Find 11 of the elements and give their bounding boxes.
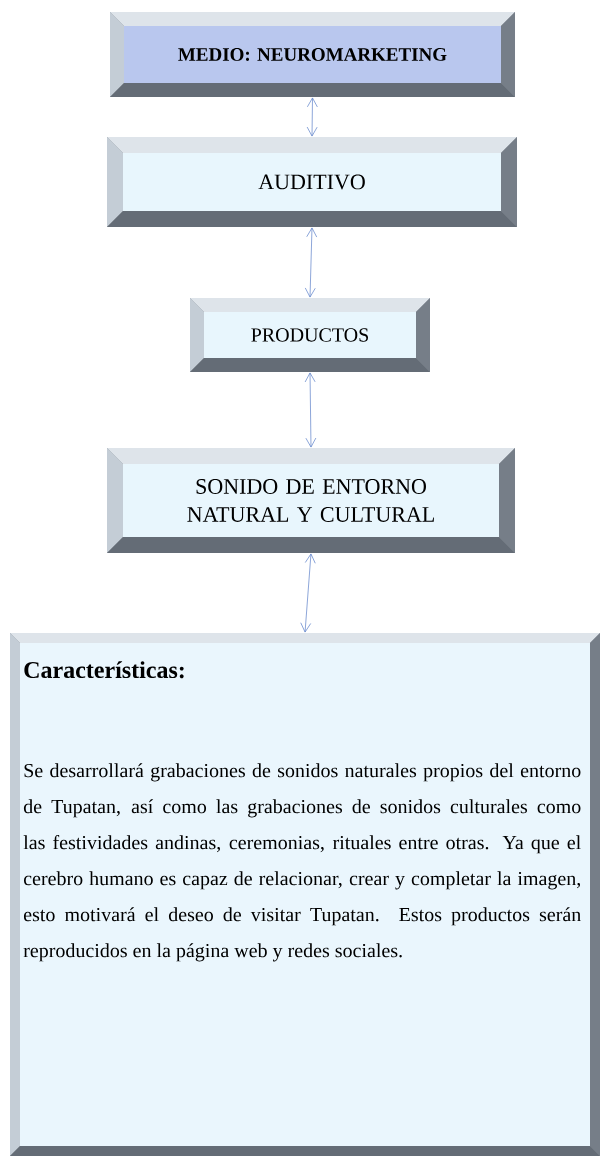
arrow bbox=[304, 372, 317, 448]
process-box: AUDITIVO bbox=[107, 137, 517, 227]
process-box: MEDIO: NEUROMARKETING bbox=[110, 12, 515, 97]
arrow bbox=[300, 553, 316, 633]
arrow bbox=[306, 97, 318, 137]
arrow bbox=[304, 227, 318, 298]
process-box: SONIDO DE ENTORNO NATURAL Y CULTURAL bbox=[107, 448, 515, 553]
process-box: PRODUCTOS bbox=[190, 298, 430, 372]
heading: Características: bbox=[24, 661, 184, 679]
paragraph: Se desarrollará grabaciones de sonidos naturales propios del entorno de Tupatan, así como las grabaciones de sonidos culturales como las festividades andinas, ceremonias, rituales entre otras. Ya que el cerebro humano es capaz de relacionar, crear y completar la imagen, esto motivará el deseo de visitar Tupatan. Estos productos serán reproducidos en la página web y redes sociales. bbox=[23, 763, 581, 962]
text-panel bbox=[10, 633, 600, 1156]
